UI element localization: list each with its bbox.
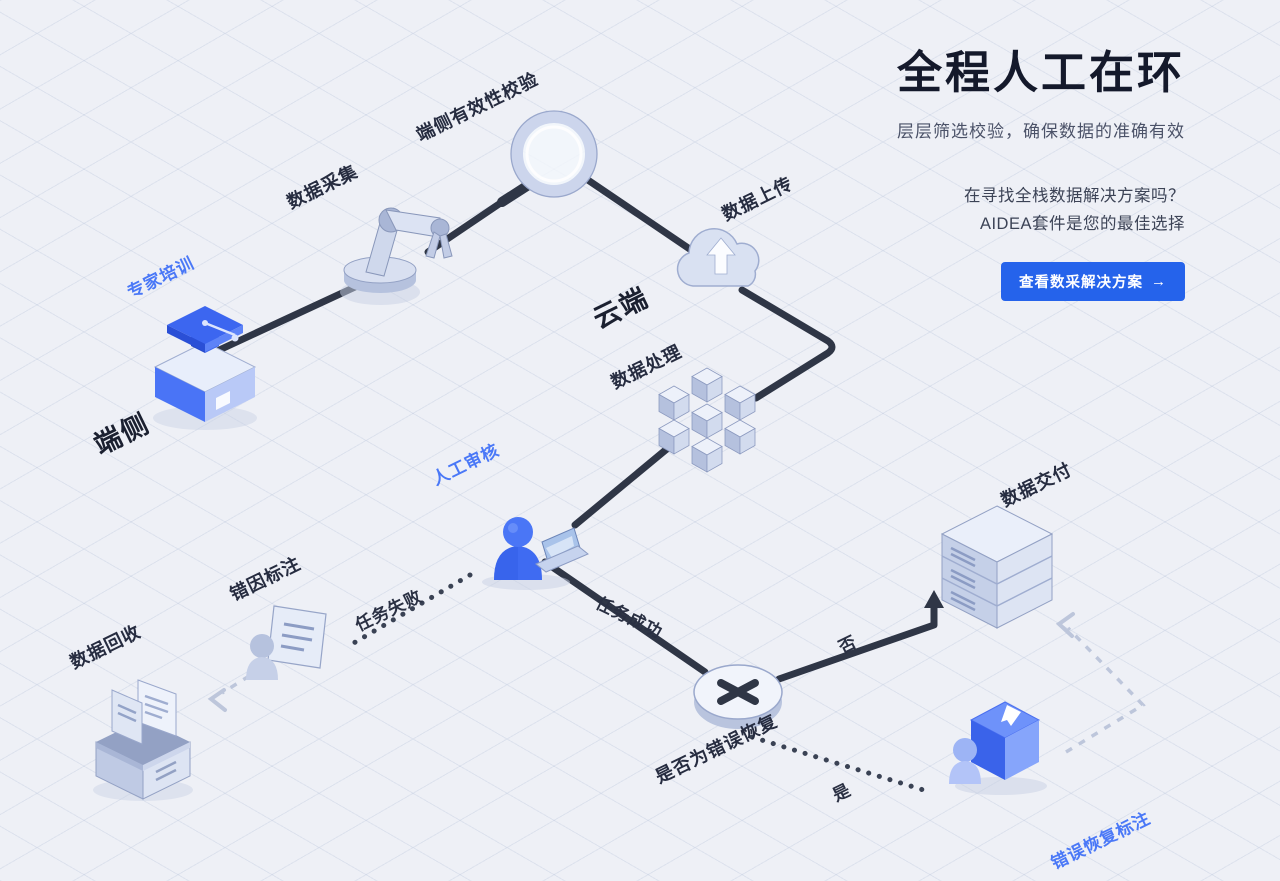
graduation-cap-icon — [138, 290, 273, 435]
header: 全程人工在环 层层筛选校验，确保数据的准确有效 在寻找全栈数据解决方案吗？ AI… — [725, 36, 1185, 302]
person-laptop-icon — [466, 490, 591, 595]
cube-cluster-icon — [650, 362, 765, 485]
view-solution-button[interactable]: 查看数采解决方案 → — [1001, 262, 1185, 302]
label-branch-yes: 是 — [829, 780, 855, 806]
label-task-success: 任务成功 — [592, 593, 666, 643]
chevron-to-recycle-icon — [207, 688, 227, 712]
dashed-return-right — [1065, 626, 1146, 754]
cloud-upload-icon — [666, 210, 776, 310]
promo-line-2: AIDEA套件是您的最佳选择 — [979, 215, 1185, 234]
label-cloud-side: 云端 — [588, 282, 654, 335]
person-document-icon — [240, 594, 340, 691]
view-solution-button-label: 查看数采解决方案 — [1019, 275, 1143, 292]
arrow-right-icon: → — [1151, 273, 1167, 291]
magnifier-icon — [490, 102, 605, 222]
label-error-recovery: 错误恢复标注 — [1048, 808, 1154, 874]
page-subtitle: 层层筛选校验，确保数据的准确有效 — [897, 122, 1185, 141]
label-branch-no: 否 — [835, 632, 861, 658]
promo-text: 在寻找全栈数据解决方案吗？ AIDEA套件是您的最佳选择 — [725, 182, 1185, 238]
chevron-to-delivery-icon — [1055, 612, 1075, 638]
archive-box-icon — [78, 672, 208, 807]
page-title: 全程人工在环 — [896, 47, 1185, 98]
server-stack-icon — [935, 500, 1060, 640]
label-human-review: 人工审核 — [429, 440, 503, 490]
label-task-failed: 任务失败 — [352, 586, 426, 636]
robot-arm-icon — [322, 180, 462, 315]
person-book-icon — [943, 688, 1058, 801]
promo-line-1: 在寻找全栈数据解决方案吗？ — [964, 187, 1185, 205]
label-data-recycle: 数据回收 — [66, 621, 144, 673]
x-decision-node-icon — [690, 640, 790, 750]
